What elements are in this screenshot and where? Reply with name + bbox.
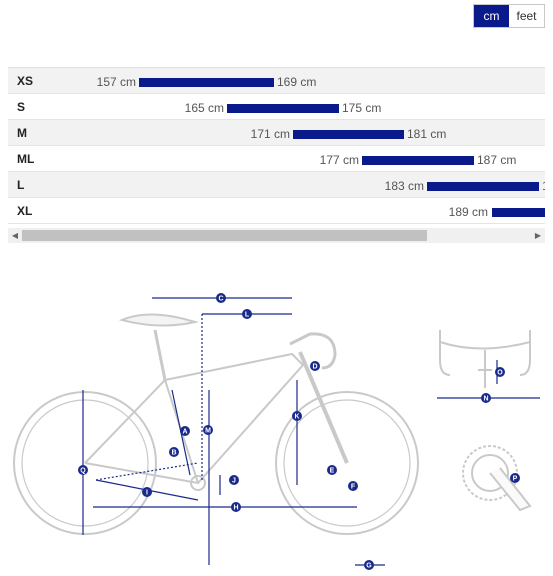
size-row-xl: XL 189 cm xyxy=(8,198,545,224)
label-f: F xyxy=(351,484,356,491)
label-d: D xyxy=(312,364,317,371)
size-min-height: 189 cm xyxy=(448,205,488,219)
size-row-xs: XS 157 cm 169 cm xyxy=(8,68,545,94)
unit-feet-button[interactable]: feet xyxy=(509,5,544,27)
handlebar xyxy=(289,332,337,370)
size-row-l: L 183 cm 1 xyxy=(8,172,545,198)
size-range-bar xyxy=(362,156,474,165)
size-min-height: 157 cm xyxy=(96,75,136,89)
size-label: S xyxy=(17,100,26,114)
size-row-ml: ML 177 cm 187 cm xyxy=(8,146,545,172)
size-min-height: 165 cm xyxy=(184,101,224,115)
scroll-thumb[interactable] xyxy=(22,230,427,241)
label-a: A xyxy=(182,429,187,436)
size-row-m: M 171 cm 181 cm xyxy=(8,120,545,146)
size-label: XL xyxy=(17,204,33,218)
size-max-height: 1 xyxy=(542,179,545,193)
size-label: M xyxy=(17,126,27,140)
size-row-s: S 165 cm 175 cm xyxy=(8,94,545,120)
size-chart-table: XS 157 cm 169 cm S 165 cm 175 cm M 171 c… xyxy=(8,67,545,229)
label-b: B xyxy=(171,450,176,457)
saddle xyxy=(118,313,199,327)
size-min-height: 177 cm xyxy=(319,153,359,167)
front-wheel xyxy=(275,391,419,535)
unit-cm-button[interactable]: cm xyxy=(474,5,509,27)
chainring-detail xyxy=(462,445,518,501)
size-max-height: 187 cm xyxy=(477,153,517,167)
scroll-left-icon[interactable]: ◀ xyxy=(11,231,19,240)
label-c: C xyxy=(218,296,223,303)
unit-toggle[interactable]: cm feet xyxy=(473,4,545,28)
label-h: H xyxy=(233,505,238,512)
frame-tubes xyxy=(84,352,305,485)
label-k: K xyxy=(294,414,299,421)
size-max-height: 175 cm xyxy=(342,101,382,115)
size-max-height: 181 cm xyxy=(407,127,447,141)
label-l: L xyxy=(245,312,250,319)
label-q: Q xyxy=(80,468,86,475)
size-label: ML xyxy=(17,152,35,166)
label-j: J xyxy=(232,478,236,485)
size-max-height: 169 cm xyxy=(277,75,317,89)
bike-frame-illustration xyxy=(13,313,532,535)
scroll-right-icon[interactable]: ▶ xyxy=(534,231,542,240)
label-o: O xyxy=(497,370,503,377)
dimension-lines xyxy=(82,297,540,566)
size-range-bar xyxy=(293,130,404,139)
label-p: P xyxy=(513,476,518,483)
size-min-height: 171 cm xyxy=(250,127,290,141)
size-range-bar xyxy=(427,182,539,191)
handlebar-front-view xyxy=(439,330,531,388)
bike-geometry-diagram: A B C D E F G H I J K L M N O P Q xyxy=(13,293,540,570)
label-n: N xyxy=(483,396,488,403)
size-range-bar xyxy=(492,208,545,217)
label-i: I xyxy=(146,490,148,497)
rear-wheel xyxy=(13,391,157,535)
size-label: XS xyxy=(17,74,34,88)
label-m: M xyxy=(205,428,211,435)
size-min-height: 183 cm xyxy=(384,179,424,193)
size-range-bar xyxy=(139,78,274,87)
label-g: G xyxy=(366,563,372,570)
dimension-labels: A B C D E F G H I J K L M N O P Q xyxy=(78,293,520,570)
horizontal-scrollbar[interactable]: ◀ ▶ xyxy=(8,228,545,243)
size-range-bar xyxy=(227,104,339,113)
label-e: E xyxy=(330,468,335,475)
size-label: L xyxy=(17,178,25,192)
